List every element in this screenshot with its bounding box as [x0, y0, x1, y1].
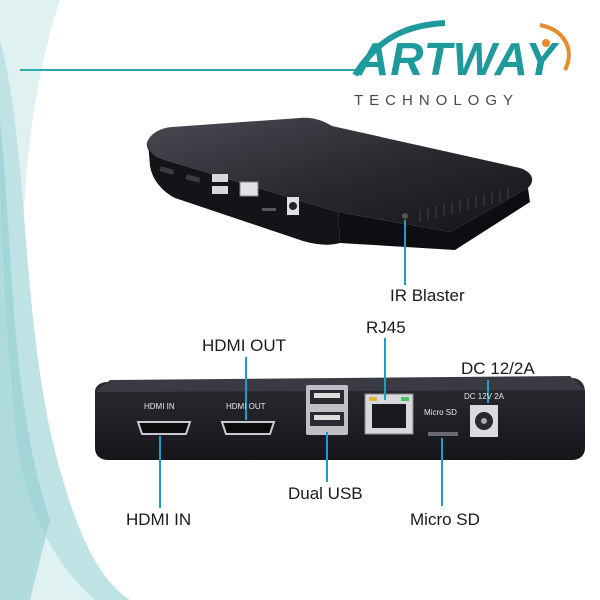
callout-hdmi-out: HDMI OUT [202, 336, 287, 355]
device-label-dc: DC 12V 2A [464, 392, 505, 401]
artway-logo-mark [352, 20, 571, 77]
device-label-hdmi-out: HDMI OUT [226, 402, 266, 411]
callout-ir-blaster: IR Blaster [390, 286, 465, 305]
device-label-micro-sd: Micro SD [424, 408, 457, 417]
callout-rj45: RJ45 [366, 318, 406, 337]
callout-dual-usb: Dual USB [288, 484, 363, 503]
callout-dc: DC 12/2A [461, 359, 535, 378]
brand-name: ARTWAY [356, 33, 558, 85]
callout-micro-sd: Micro SD [410, 510, 480, 529]
callout-hdmi-in: HDMI IN [126, 510, 192, 529]
device-label-hdmi-in: HDMI IN [144, 402, 175, 411]
brand-subtitle: TECHNOLOGY [354, 92, 520, 109]
